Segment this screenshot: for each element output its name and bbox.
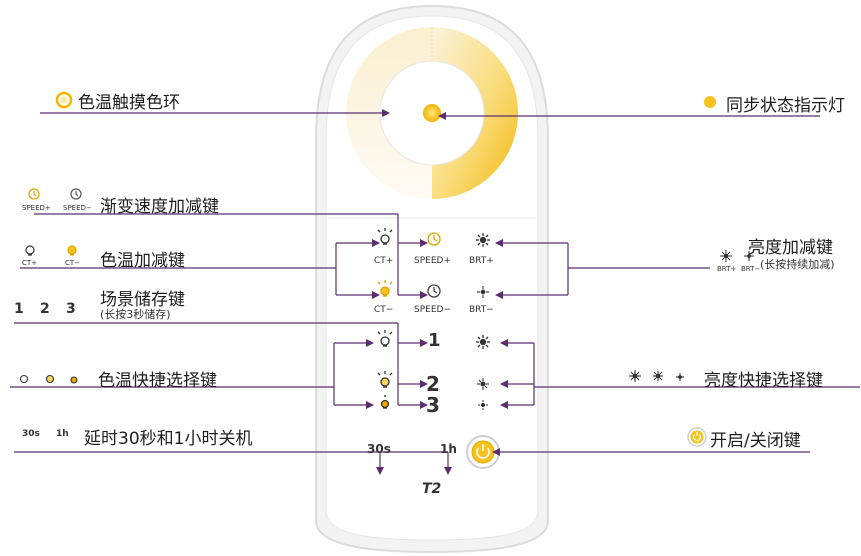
scene-label: 场景储存键 (100, 290, 185, 310)
scene-1-button[interactable]: 1 (428, 330, 441, 351)
speed-plus-legend-text: SPEED+ (22, 204, 51, 212)
speed-plus-legend-icon (28, 188, 40, 200)
ct-quick-neutral-bulb-icon (377, 371, 393, 388)
scene-3-legend: 3 (66, 301, 76, 317)
brt-plus-button-label[interactable]: BRT+ (469, 256, 494, 266)
speed-minus-legend-icon (70, 188, 82, 200)
speed-plus-button-label[interactable]: SPEED+ (414, 256, 451, 266)
timer-label: 延时30秒和1小时关机 (84, 429, 253, 449)
brt-quick-label: 亮度快捷选择键 (704, 371, 823, 391)
timer-30s-button[interactable]: 30s (367, 442, 391, 456)
color-temperature-ring[interactable] (346, 27, 518, 199)
brt-quick-mid-sun-icon (477, 378, 489, 390)
ct-plus-legend-icon (25, 245, 35, 256)
ct-quick-legend-icons (19, 374, 78, 384)
sync-legend-dot-icon (704, 96, 716, 108)
ct-minus-legend-icon (67, 245, 77, 256)
ct-plus-bulb-icon (377, 228, 393, 245)
ct-minus-button-label[interactable]: CT− (374, 305, 394, 315)
speed-minus-clock-icon (427, 284, 441, 298)
ct-minus-bulb-icon (377, 280, 393, 297)
sync-label: 同步状态指示灯 (726, 96, 845, 116)
ct-quick-label: 色温快捷选择键 (98, 371, 217, 391)
brt-label: 亮度加减键 (748, 238, 833, 258)
brt-quick-low-sun-icon (478, 400, 488, 410)
ring-label: 色温触摸色环 (78, 93, 180, 113)
brt-minus-sun-icon (477, 286, 489, 298)
brt-quick-high-sun-icon (476, 335, 490, 349)
brt-minus-legend-text: BRT− (741, 265, 761, 273)
brt-plus-legend-text: BRT+ (717, 265, 737, 273)
scene-2-legend: 2 (40, 301, 50, 317)
brt-note: (长按持续加减) (760, 258, 835, 271)
ct-label: 色温加减键 (100, 251, 185, 271)
timer-1h-button[interactable]: 1h (440, 442, 457, 456)
scene-3-button[interactable]: 3 (426, 393, 440, 417)
ct-minus-legend-text: CT− (65, 259, 81, 267)
sync-indicator-dot (423, 104, 441, 122)
power-button[interactable] (467, 436, 499, 468)
ct-quick-warm-bulb-icon (380, 395, 390, 409)
speed-plus-clock-icon (427, 232, 441, 246)
speed-label: 渐变速度加减键 (100, 197, 219, 217)
brt-legend-icons (720, 250, 754, 262)
brand-logo: T2 (422, 481, 441, 497)
scene-note: (长按3秒储存) (100, 308, 171, 321)
ct-plus-button-label[interactable]: CT+ (374, 256, 394, 266)
brt-minus-button-label[interactable]: BRT− (469, 305, 494, 315)
ct-plus-legend-text: CT+ (22, 259, 38, 267)
ring-legend-icon (55, 91, 73, 109)
brt-quick-legend-icons (629, 370, 684, 382)
scene-1-legend: 1 (14, 301, 24, 317)
brt-plus-sun-icon (476, 233, 490, 247)
ct-quick-cool-bulb-icon (377, 330, 393, 347)
scene-2-button[interactable]: 2 (426, 372, 440, 396)
speed-minus-button-label[interactable]: SPEED− (414, 305, 451, 315)
speed-minus-legend-text: SPEED− (63, 204, 92, 212)
timer-1h-legend: 1h (56, 429, 69, 439)
power-label: 开启/关闭键 (710, 431, 801, 451)
timer-30s-legend: 30s (22, 429, 40, 439)
